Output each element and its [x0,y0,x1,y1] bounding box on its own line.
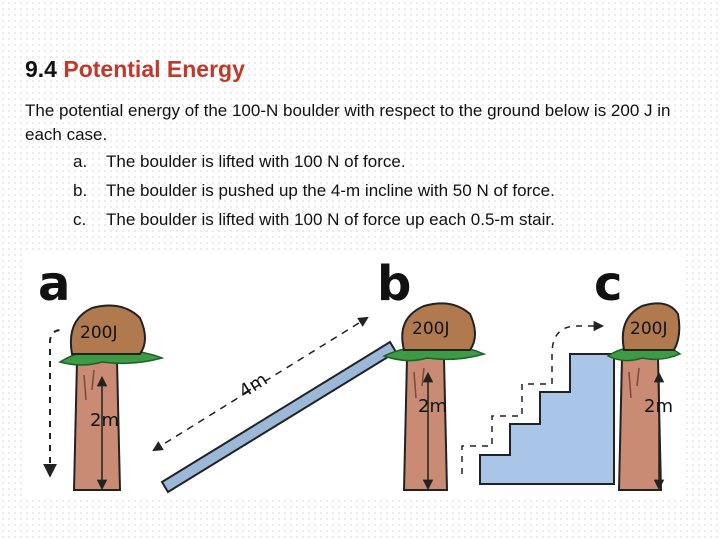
figure-svg: a 200J 2m b 4m [38,256,682,494]
lift-path-a [43,329,63,478]
stair-path [461,320,605,474]
potential-energy-figure: a 200J 2m b 4m [22,250,682,500]
case-marker: b. [73,181,88,200]
height-label-b: 2m [418,396,447,417]
height-label-a: 2m [90,410,119,431]
panel-letter-b: b [377,256,411,312]
case-marker: a. [73,152,88,171]
boulder-energy-b: 200J [412,319,449,339]
boulder-b [401,302,476,351]
height-label-c: 2m [644,396,673,417]
intro-paragraph: The potential energy of the 100-N boulde… [25,101,671,144]
case-text: The boulder is lifted with 100 N of forc… [106,152,406,171]
case-item-c: c. The boulder is lifted with 100 N of f… [0,208,700,232]
case-marker: c. [73,210,87,229]
cliff-trunk-b [402,357,449,491]
panel-letter-a: a [38,256,70,312]
section-title: Potential Energy [63,56,245,82]
section-number: 9.4 [25,56,57,82]
panel-letter-c: c [594,256,622,312]
panel-a: a 200J 2m [38,256,165,491]
case-text: The boulder is lifted with 100 N of forc… [106,210,555,229]
panel-b: b 4m 200J 2m [152,256,487,494]
trunk-texture-c [628,367,640,399]
incline-label: 4m [236,369,272,402]
incline-plank [160,340,398,494]
case-item-a: a. The boulder is lifted with 100 N of f… [0,150,700,174]
trunk-texture-a [83,369,95,401]
boulder-energy-c: 200J [630,319,667,339]
boulder-energy-a: 200J [80,323,117,343]
staircase [479,353,615,485]
panel-c: c 200J 2m [461,256,682,491]
boulder-a [70,304,146,355]
case-text: The boulder is pushed up the 4-m incline… [106,181,555,200]
case-item-b: b. The boulder is pushed up the 4-m incl… [0,179,700,203]
slide-title: 9.4 Potential Energy [25,56,245,83]
boulder-c [621,302,681,351]
cliff-trunk-c [617,357,663,491]
incline-arrow [152,316,369,452]
